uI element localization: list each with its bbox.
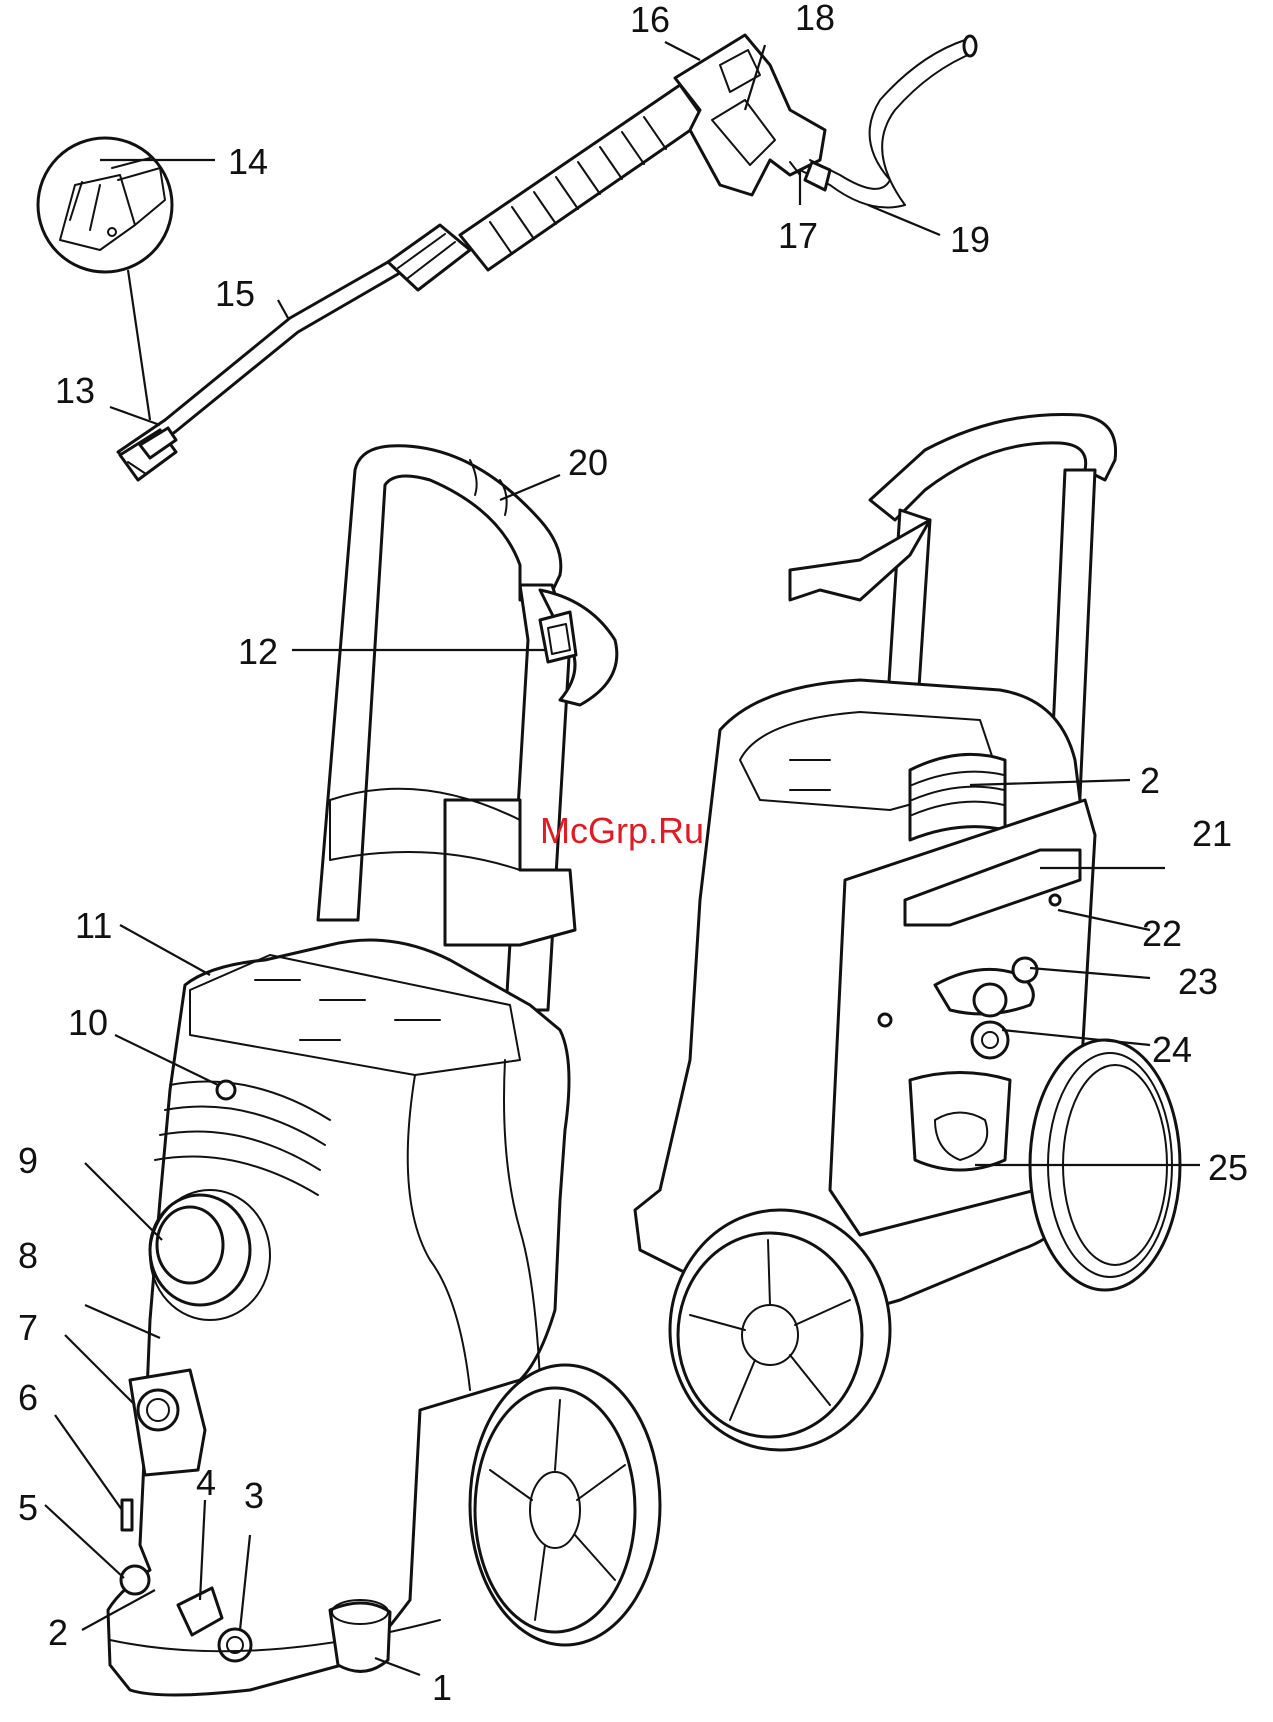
callout-7: 7 — [18, 1307, 38, 1348]
callout-11: 11 — [75, 905, 112, 946]
pressure-washer-front-view — [108, 446, 660, 1695]
callout-6: 6 — [18, 1377, 38, 1418]
high-pressure-hose — [800, 36, 976, 208]
callout-5: 5 — [18, 1487, 38, 1528]
callout-19: 19 — [950, 219, 990, 260]
callout-25: 25 — [1208, 1147, 1248, 1188]
cable-hook — [910, 754, 1005, 840]
callout-20: 20 — [568, 442, 608, 483]
callout-2-front: 2 — [48, 1612, 68, 1653]
type-plate — [122, 1500, 132, 1530]
callout-9: 9 — [18, 1140, 38, 1181]
callout-21: 21 — [1192, 813, 1232, 854]
callout-4: 4 — [196, 1462, 216, 1503]
callout-18: 18 — [795, 0, 835, 38]
push-handle — [318, 446, 617, 1010]
callout-13: 13 — [55, 370, 95, 411]
callout-12: 12 — [238, 631, 278, 672]
callout-17: 17 — [778, 215, 818, 256]
callout-24: 24 — [1152, 1029, 1192, 1070]
nozzle — [120, 428, 176, 480]
wheel-front-view — [470, 1365, 660, 1645]
indicator-lamp — [217, 1081, 235, 1099]
water-inlet — [121, 1566, 149, 1594]
callout-10: 10 — [68, 1002, 108, 1043]
pressure-washer-rear-view — [635, 414, 1180, 1450]
callout-16: 16 — [630, 0, 670, 40]
spray-lance — [118, 35, 976, 480]
wheel-rear-left — [670, 1210, 890, 1450]
accessory-storage — [910, 1073, 1010, 1171]
callout-15: 15 — [215, 273, 255, 314]
callout-23: 23 — [1178, 961, 1218, 1002]
callout-1: 1 — [432, 1667, 452, 1708]
callout-22: 22 — [1142, 913, 1182, 954]
callout-3: 3 — [244, 1475, 264, 1516]
watermark-text: McGrp.Ru — [540, 810, 704, 851]
callout-8: 8 — [18, 1235, 38, 1276]
power-switch — [130, 1370, 205, 1475]
callout-14: 14 — [228, 141, 268, 182]
callout-2-rear: 2 — [1140, 760, 1160, 801]
